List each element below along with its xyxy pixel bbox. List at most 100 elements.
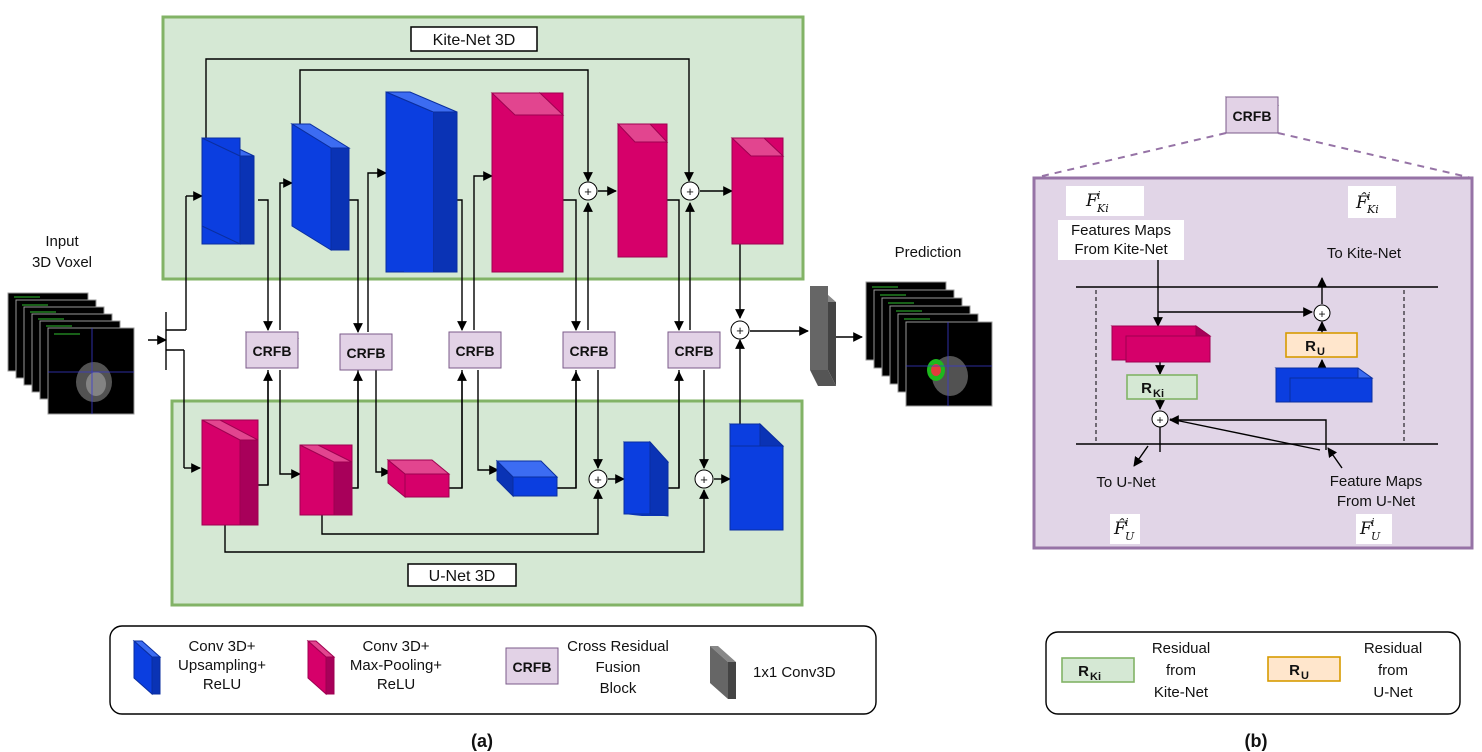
plus-node: +: [578, 181, 598, 201]
svg-text:F: F: [1359, 519, 1373, 539]
f-ki-label: F i Ki: [1066, 186, 1144, 216]
kite-blocks: [201, 91, 785, 273]
svg-text:Residual: Residual: [1364, 640, 1422, 657]
detail-plus-node: +: [1151, 410, 1169, 428]
unet-block-6: [728, 422, 785, 531]
legend-b: [1045, 631, 1461, 715]
kite-block-6: [730, 137, 785, 245]
input-label-line-1: Input: [45, 233, 79, 250]
svg-text:from: from: [1378, 662, 1408, 679]
to-kite-label: To Kite-Net: [1327, 245, 1402, 262]
svg-text:U: U: [1371, 530, 1381, 543]
crfb-block-5: CRFB: [667, 331, 721, 369]
kite-net-title-box: [410, 26, 538, 52]
kite-net-title: Kite-Net 3D: [433, 32, 516, 49]
prediction-label: Prediction: [895, 244, 962, 261]
svg-text:Upsampling+: Upsampling+: [178, 657, 266, 674]
fhat-ki-label: F̂ i Ki: [1348, 186, 1396, 218]
svg-text:U: U: [1317, 346, 1325, 358]
legend-a-pink-item: Conv 3D+ Max-Pooling+ ReLU: [306, 638, 442, 696]
svg-text:Kite-Net: Kite-Net: [1154, 684, 1209, 701]
svg-text:+: +: [700, 472, 708, 487]
legend-a-gray-item: 1x1 Conv3D: [710, 646, 836, 699]
input-volume-stack: [7, 292, 135, 415]
crfb-label: CRFB: [675, 343, 714, 359]
crfb-block-1: CRFB: [244, 331, 300, 369]
svg-text:R: R: [1289, 662, 1300, 679]
svg-text:Fusion: Fusion: [595, 659, 640, 676]
fhat-u-label: F̂ i U: [1110, 514, 1140, 544]
zoom-line-right: [1277, 132, 1473, 179]
plus-node: +: [680, 181, 700, 201]
svg-text:Ki: Ki: [1366, 203, 1379, 216]
crfb-block-3: CRFB: [448, 331, 502, 369]
kite-block-5: [616, 123, 669, 258]
unet-block-4: [495, 459, 559, 498]
unet-title-box: [407, 563, 517, 587]
detail-plus-node: +: [1313, 304, 1331, 322]
kite-block-4: [490, 91, 565, 273]
svg-text:i: i: [1371, 516, 1375, 529]
crfb-block-2: CRFB: [339, 333, 393, 371]
svg-text:U: U: [1301, 670, 1309, 682]
kite-net-region: [161, 15, 805, 281]
svg-text:U: U: [1125, 530, 1135, 543]
svg-text:1x1 Conv3D: 1x1 Conv3D: [753, 664, 836, 681]
kite-block-1: [201, 137, 255, 245]
svg-text:U-Net: U-Net: [1373, 684, 1413, 701]
kite-block-3: [385, 91, 458, 273]
svg-text:Ki: Ki: [1096, 202, 1109, 215]
plus-node: +: [730, 320, 750, 340]
svg-text:i: i: [1125, 516, 1129, 529]
svg-text:R: R: [1305, 338, 1316, 355]
r-u-box: R U: [1285, 332, 1358, 358]
svg-text:ReLU: ReLU: [203, 676, 241, 693]
svg-text:CRFB: CRFB: [513, 659, 552, 675]
svg-text:+: +: [584, 184, 592, 199]
features-from-kite-line-1: Features Maps: [1071, 222, 1171, 239]
svg-text:Max-Pooling+: Max-Pooling+: [350, 657, 442, 674]
plus-node: +: [694, 469, 714, 489]
svg-text:from: from: [1166, 662, 1196, 679]
svg-text:CRFB: CRFB: [1233, 108, 1272, 124]
svg-text:Conv 3D+: Conv 3D+: [362, 638, 429, 655]
zoom-line-left: [1033, 132, 1227, 179]
kite-block-2: [290, 123, 351, 251]
svg-text:Ki: Ki: [1090, 671, 1101, 683]
legend-a: [109, 625, 877, 715]
svg-text:+: +: [1318, 307, 1325, 321]
svg-text:+: +: [594, 472, 602, 487]
svg-text:ReLU: ReLU: [377, 676, 415, 693]
to-unet-label: To U-Net: [1096, 474, 1156, 491]
unet-block-5: [622, 440, 670, 517]
svg-text:i: i: [1097, 189, 1101, 202]
svg-text:F: F: [1085, 191, 1099, 211]
unet-blocks: [201, 419, 785, 531]
unet-title: U-Net 3D: [429, 568, 496, 585]
svg-text:Residual: Residual: [1152, 640, 1210, 657]
legend-b-ru-item: R U Residual from U-Net: [1267, 640, 1422, 701]
svg-text:+: +: [686, 184, 694, 199]
features-from-kite-bg: [1058, 220, 1184, 260]
crfb-block-4: CRFB: [562, 331, 616, 369]
svg-text:R: R: [1078, 663, 1089, 680]
detail-blue-block: [1274, 367, 1374, 403]
r-ki-box: R Ki: [1126, 374, 1198, 400]
input-label-line-2: 3D Voxel: [32, 254, 92, 271]
unet-block-1: [201, 419, 259, 526]
crfb-zoom-source: CRFB: [1224, 96, 1280, 134]
features-from-unet-line-2: From U-Net: [1337, 493, 1416, 510]
plus-node: +: [588, 469, 608, 489]
svg-text:Cross Residual: Cross Residual: [567, 638, 669, 655]
legend-a-blue-item: Conv 3D+ Upsampling+ ReLU: [132, 638, 266, 696]
prediction-volume-stack: [865, 281, 993, 407]
features-from-unet-line-1: Feature Maps: [1330, 473, 1423, 490]
crfb-label: CRFB: [347, 345, 386, 361]
svg-text:Block: Block: [600, 680, 637, 697]
conv1x1-block: [810, 286, 836, 386]
detail-pink-block: [1110, 325, 1212, 363]
connection-lines: [148, 58, 863, 553]
unet-block-3: [386, 458, 451, 499]
legend-a-crfb-item: CRFB Cross Residual Fusion Block: [505, 638, 669, 697]
caption-a: (a): [471, 731, 493, 751]
